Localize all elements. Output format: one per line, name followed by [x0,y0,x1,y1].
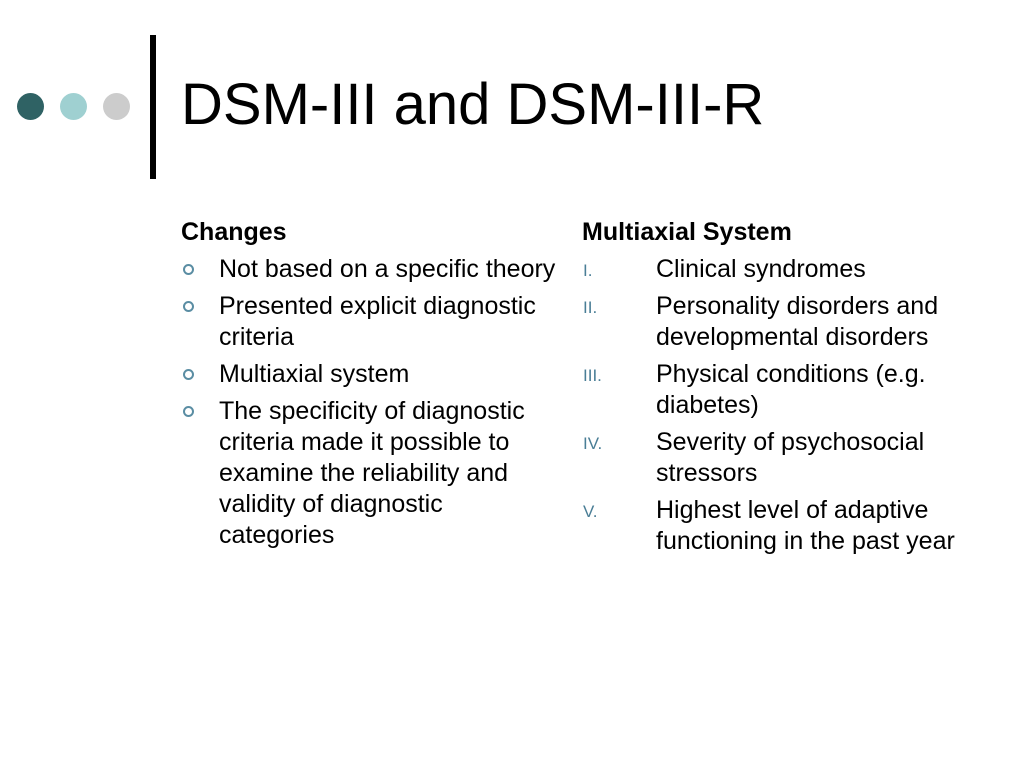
circle-bullet-icon [183,369,194,380]
roman-numeral: I. [583,261,593,280]
list-item-text: Highest level of adaptive functioning in… [656,496,955,555]
changes-column: Changes Not based on a specific theory P… [181,217,561,557]
list-item: IV. Severity of psychosocial stressors [582,427,962,489]
list-item: Multiaxial system [181,359,561,390]
list-item-text: Presented explicit diagnostic criteria [219,292,536,351]
multiaxial-column: Multiaxial System I. Clinical syndromes … [582,217,962,563]
list-item-text: Clinical syndromes [656,255,866,283]
list-item: I. Clinical syndromes [582,254,962,285]
list-item: The specificity of diagnostic criteria m… [181,396,561,551]
roman-numeral: V. [583,502,598,521]
circle-bullet-icon [183,301,194,312]
list-item-text: Multiaxial system [219,360,410,388]
list-item: Not based on a specific theory [181,254,561,285]
list-item-text: The specificity of diagnostic criteria m… [219,397,525,549]
list-item: II. Personality disorders and developmen… [582,291,962,353]
list-item-text: Physical conditions (e.g. diabetes) [656,360,926,419]
roman-numeral: III. [583,366,602,385]
decorative-dots [17,93,130,120]
changes-heading: Changes [181,218,287,246]
list-item: III. Physical conditions (e.g. diabetes) [582,359,962,421]
circle-bullet-icon [183,264,194,275]
circle-bullet-icon [183,406,194,417]
list-item-text: Personality disorders and developmental … [656,292,939,351]
roman-numeral: II. [583,298,598,317]
list-item-text: Not based on a specific theory [219,255,556,283]
list-item: V. Highest level of adaptive functioning… [582,495,962,557]
title-divider [150,35,156,179]
list-item-text: Severity of psychosocial stressors [656,428,925,487]
slide-title: DSM-III and DSM-III-R [181,72,765,137]
gray-dot-icon [103,93,130,120]
axes-list: I. Clinical syndromes II. Personality di… [582,254,962,557]
changes-list: Not based on a specific theory Presented… [181,254,561,551]
multiaxial-heading: Multiaxial System [582,218,792,246]
dark-teal-dot-icon [17,93,44,120]
light-teal-dot-icon [60,93,87,120]
list-item: Presented explicit diagnostic criteria [181,291,561,353]
roman-numeral: IV. [583,434,603,453]
